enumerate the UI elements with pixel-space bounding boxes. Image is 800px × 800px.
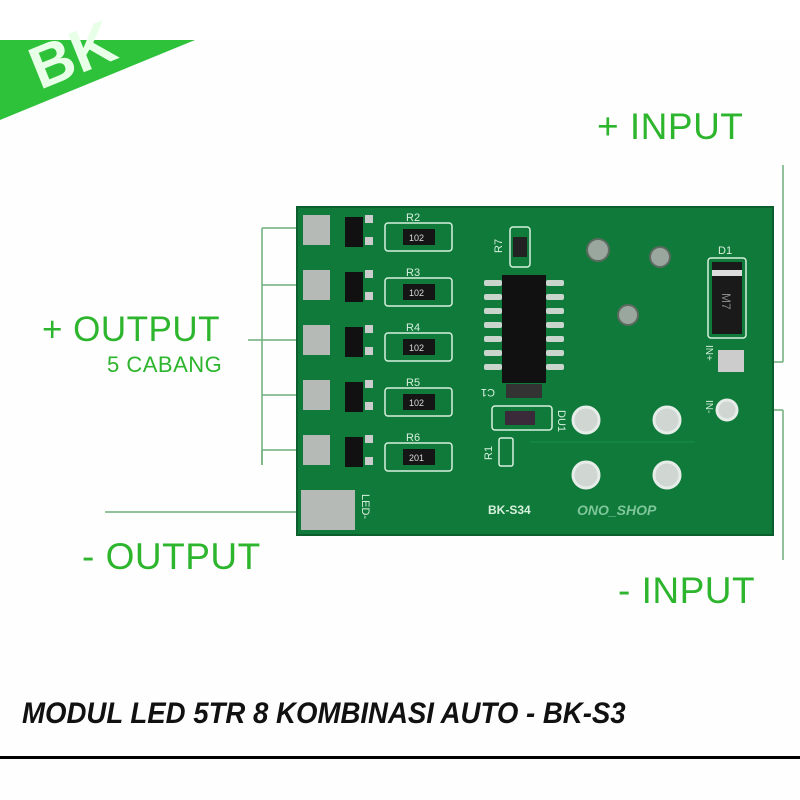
output-pad	[303, 380, 330, 410]
output-pad	[303, 270, 330, 300]
resistor	[403, 449, 435, 465]
resistor	[403, 229, 435, 245]
minus-output-label: - OUTPUT	[82, 536, 261, 577]
board-silkscreen-text: M7	[719, 293, 733, 310]
board-silkscreen-text: DU1	[555, 410, 567, 432]
board-silkscreen-text: IN+	[703, 345, 714, 361]
led-minus-pad	[301, 490, 355, 530]
board-silkscreen-text: R1	[483, 446, 495, 460]
transistor	[345, 437, 363, 467]
board-silkscreen-text: 102	[409, 398, 424, 408]
board-model: BK-S34	[488, 503, 531, 517]
board-silkscreen-text: R3	[406, 267, 420, 279]
output-channel: R5 102	[303, 377, 453, 417]
output-channel: R3 102	[303, 267, 453, 307]
resistor	[403, 284, 435, 300]
branches-label: 5 CABANG	[107, 352, 223, 377]
transistor	[345, 272, 363, 302]
transistor	[345, 327, 363, 357]
board-silkscreen-text: 102	[409, 288, 424, 298]
output-channel: R6 201	[303, 432, 453, 472]
board-silkscreen-text: D1	[718, 245, 732, 257]
board-silkscreen-text: IN-	[703, 400, 714, 413]
resistor	[403, 339, 435, 355]
divider-line	[0, 756, 800, 759]
brand-banner	[0, 40, 195, 120]
product-title: MODUL LED 5TR 8 KOMBINASI AUTO - BK-S3	[22, 697, 626, 730]
board-silkscreen-text: 102	[409, 343, 424, 353]
transistor	[345, 217, 363, 247]
output-channel: R2 102	[303, 212, 453, 252]
ic-chip	[484, 275, 564, 383]
output-pad	[303, 215, 330, 245]
resistor	[403, 394, 435, 410]
output-pad	[303, 435, 330, 465]
board-silkscreen-text: R4	[406, 322, 420, 334]
plus-input-label: + INPUT	[597, 106, 744, 147]
board-silkscreen-text: R2	[406, 212, 420, 224]
board-shop: ONO_SHOP	[577, 502, 657, 518]
transistor	[345, 382, 363, 412]
minus-input-label: - INPUT	[618, 570, 756, 611]
board-silkscreen-text: C1	[481, 386, 495, 398]
output-pad	[303, 325, 330, 355]
board-silkscreen-text: R5	[406, 377, 420, 389]
board-silkscreen-text: LED-	[359, 494, 371, 519]
output-channel: R4 102	[303, 322, 453, 362]
board-silkscreen-text: R7	[493, 239, 505, 253]
board-silkscreen-text: 201	[409, 453, 424, 463]
board-silkscreen-text: 102	[409, 233, 424, 243]
plus-output-label: + OUTPUT	[42, 310, 221, 349]
board-silkscreen-text: R6	[406, 432, 420, 444]
